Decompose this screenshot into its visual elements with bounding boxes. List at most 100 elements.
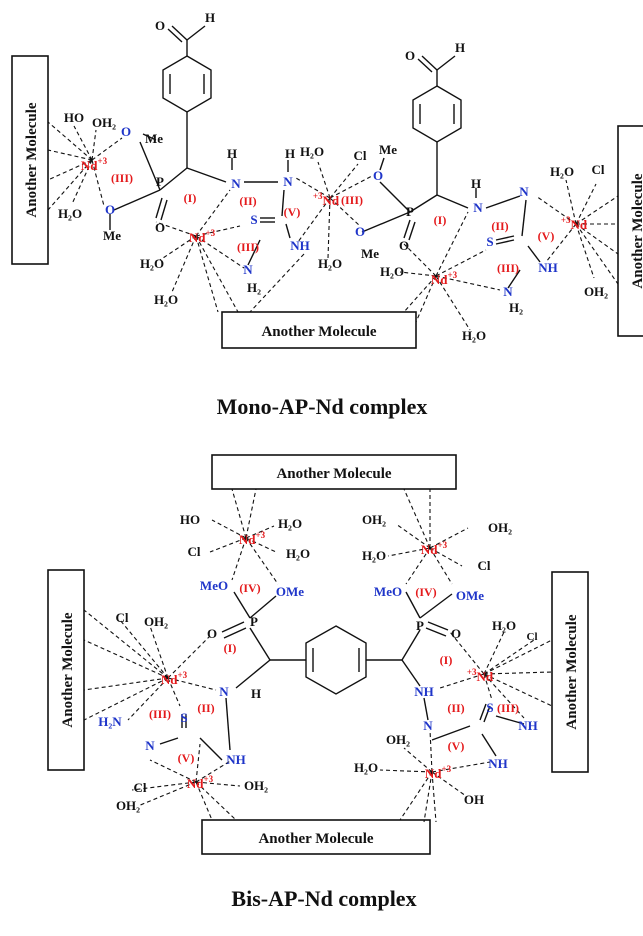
svg-text:H₂O: H₂O [154, 292, 178, 307]
svg-text:(I): (I) [440, 653, 453, 667]
svg-text:N: N [231, 176, 241, 191]
svg-text:O: O [207, 626, 217, 641]
svg-text:(IV): (IV) [239, 581, 260, 595]
svg-text:H₂N: H₂N [98, 714, 122, 729]
svg-text:(III): (III) [497, 261, 519, 275]
svg-text:NH: NH [518, 718, 538, 733]
atom-labels-mono: O H O H HO OH₂ O Me P O O Me H₂O H N H N… [58, 10, 608, 343]
svg-text:OH₂: OH₂ [584, 284, 608, 299]
svg-text:OH₂: OH₂ [144, 614, 168, 629]
ring-labels-mono: (III) (I) (II) (III) (V) (III) (I) (II) … [111, 171, 554, 275]
svg-text:OH₂: OH₂ [362, 512, 386, 527]
svg-text:H: H [251, 686, 261, 701]
nd-ion: Nd+3 [187, 774, 214, 791]
svg-text:O: O [155, 220, 165, 235]
svg-text:O: O [155, 18, 165, 33]
svg-text:N: N [219, 684, 229, 699]
svg-text:OH₂: OH₂ [116, 798, 140, 813]
backbone-2 [361, 157, 541, 289]
svg-text:Me: Me [103, 228, 121, 243]
nd-centres-mono: Nd+3 Nd+3 +3Nd Nd+3 +3Nd [81, 156, 588, 287]
svg-text:(V): (V) [178, 751, 195, 765]
svg-text:H₂O: H₂O [354, 760, 378, 775]
backbone-1 [109, 133, 291, 266]
svg-text:(II): (II) [491, 219, 508, 233]
mono-complex: Another Molecule Another Molecule Anothe… [11, 10, 643, 419]
svg-text:(V): (V) [448, 739, 465, 753]
nd-ion: Nd+3 [421, 540, 448, 557]
box-bottom-bis: Another Molecule [201, 819, 431, 855]
coordination-dashes-mono [47, 121, 619, 331]
central-phenylene-ring [270, 625, 402, 695]
svg-text:NH: NH [538, 260, 558, 275]
svg-text:HO: HO [180, 512, 200, 527]
svg-text:Me: Me [379, 142, 397, 157]
nd-ion: Nd+3 [425, 764, 452, 781]
svg-text:(III): (III) [237, 240, 259, 254]
svg-text:H₂O: H₂O [278, 516, 302, 531]
svg-text:H₂O: H₂O [318, 256, 342, 271]
svg-text:Me: Me [361, 246, 379, 261]
nd-ion: +3Nd [561, 215, 588, 232]
svg-text:(II): (II) [447, 701, 464, 715]
svg-text:P: P [250, 614, 258, 629]
box-label: Another Molecule [276, 466, 391, 482]
svg-text:(III): (III) [149, 707, 171, 721]
svg-text:N: N [473, 200, 483, 215]
svg-text:P: P [156, 174, 164, 189]
svg-text:O: O [399, 238, 409, 253]
svg-text:Cl: Cl [592, 162, 605, 177]
box-label: Another Molecule [60, 612, 76, 727]
svg-text:H₂O: H₂O [286, 546, 310, 561]
svg-text:H: H [455, 40, 465, 55]
svg-text:Cl: Cl [478, 558, 491, 573]
benzaldehyde-ring-1 [162, 25, 212, 168]
svg-text:OH₂: OH₂ [244, 778, 268, 793]
svg-text:NH: NH [226, 752, 246, 767]
svg-text:P: P [406, 204, 414, 219]
svg-text:O: O [405, 48, 415, 63]
box-label: Another Molecule [24, 102, 40, 217]
nd-ion: Nd+3 [239, 530, 266, 547]
svg-text:(II): (II) [197, 701, 214, 715]
svg-text:(III): (III) [111, 171, 133, 185]
box-top: Another Molecule [211, 454, 457, 490]
bis-complex: Another Molecule Another Molecule Anothe… [47, 454, 589, 911]
ring-labels-bis: (IV) (IV) (I) (I) (II) (II) (III) (III) … [149, 581, 519, 765]
svg-text:H₂O: H₂O [300, 144, 324, 159]
nd-ion: Nd+3 [189, 228, 216, 245]
nd-ion: +3Nd [313, 191, 340, 208]
svg-text:H₂O: H₂O [492, 618, 516, 633]
svg-text:H: H [227, 146, 237, 161]
svg-text:H₂O: H₂O [362, 548, 386, 563]
nd-ion: Nd+3 [81, 156, 108, 173]
nd-ion: +3Nd [467, 667, 494, 684]
nd-centres-bis: Nd+3 Nd+3 Nd+3 +3Nd Nd+3 Nd+3 [161, 530, 494, 791]
svg-text:O: O [355, 224, 365, 239]
svg-text:N: N [243, 262, 253, 277]
nd-ion: Nd+3 [431, 270, 458, 287]
svg-text:OMe: OMe [456, 588, 484, 603]
svg-text:H₂: H₂ [247, 280, 261, 295]
svg-text:Cl: Cl [354, 148, 367, 163]
svg-text:OH₂: OH₂ [386, 732, 410, 747]
svg-text:O: O [121, 124, 131, 139]
svg-text:Cl: Cl [527, 631, 538, 643]
svg-text:(I): (I) [184, 191, 197, 205]
svg-text:HO: HO [64, 110, 84, 125]
benzaldehyde-ring-2 [412, 55, 462, 195]
box-label: Another Molecule [261, 324, 376, 340]
svg-text:OH: OH [464, 792, 484, 807]
svg-text:NH: NH [290, 238, 310, 253]
svg-text:(III): (III) [341, 193, 363, 207]
svg-text:S: S [486, 234, 493, 249]
svg-text:O: O [105, 202, 115, 217]
svg-text:H₂O: H₂O [550, 164, 574, 179]
svg-text:H: H [205, 10, 215, 25]
svg-text:H₂: H₂ [509, 300, 523, 315]
svg-text:S: S [250, 212, 257, 227]
left-arm [159, 591, 277, 761]
box-right-vertical: Another Molecule [617, 125, 643, 337]
